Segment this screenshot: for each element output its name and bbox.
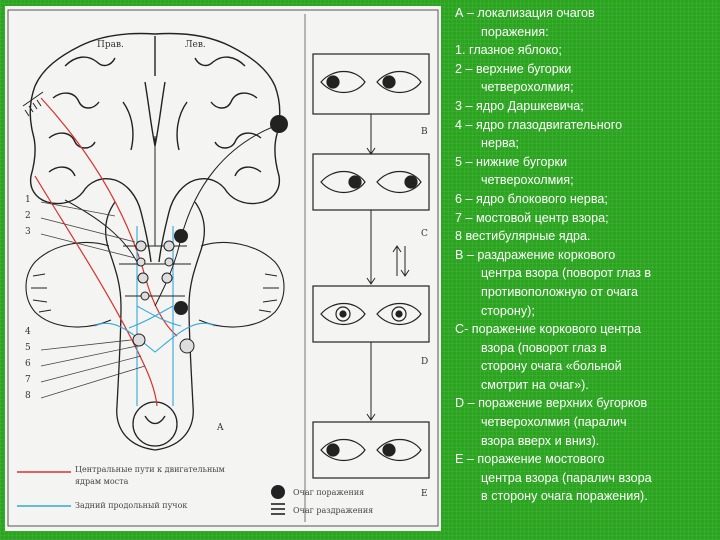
- panel-a-label: A: [216, 423, 224, 433]
- panel-label-e: E: [421, 489, 428, 499]
- scale-ticks: [23, 92, 43, 116]
- legend-line: 3 – ядро Даршкевича;: [455, 97, 717, 116]
- legend-line: 8 вестибулярные ядра.: [455, 227, 717, 246]
- legend-line: D – поражение верхних бугорков: [455, 394, 717, 413]
- legend-line: А – локализация очагов: [455, 4, 717, 23]
- legend-line: С- поражение коркового центра: [455, 320, 717, 339]
- lesion-pontine-center: [174, 301, 188, 315]
- side-number-3: 3: [25, 227, 31, 237]
- lesion-cortex: [270, 115, 288, 133]
- panel-label-d: D: [421, 357, 428, 367]
- legend-line: взора (поворот глаз в: [455, 339, 717, 358]
- legend-red-text-2: ядрам моста: [75, 477, 129, 486]
- legend-line: четверохолмия;: [455, 78, 717, 97]
- side-number-5: 5: [25, 343, 31, 353]
- legend-line: 4 – ядро глазодвигательного: [455, 116, 717, 135]
- legend-line: 1. глазное яблоко;: [455, 41, 717, 60]
- legend-irritation-text: Очаг раздражения: [293, 506, 373, 515]
- legend-line: Е – поражение мостового: [455, 450, 717, 469]
- side-number-4: 4: [25, 327, 31, 337]
- blue-longitudinal-bundle: [95, 226, 215, 406]
- panel-arrows: [367, 114, 409, 420]
- label-right: Прав.: [97, 40, 124, 50]
- legend-line: четверохолмия (паралич: [455, 413, 717, 432]
- legend-line: четверохолмия;: [455, 171, 717, 190]
- legend-line: поражения:: [455, 23, 717, 42]
- panel-label-c: C: [421, 229, 428, 239]
- legend-line: смотрит на очаг»).: [455, 376, 717, 395]
- legend-line: центра взора (поворот глаз в: [455, 264, 717, 283]
- legend-lesion-icon: [271, 485, 285, 499]
- legend-line: сторону очага «больной: [455, 357, 717, 376]
- legend-line: сторону);: [455, 302, 717, 321]
- brainstem-nuclei: [133, 241, 194, 353]
- legend-irritation-icon: [271, 504, 285, 514]
- legend-line: В – раздражение коркового: [455, 246, 717, 265]
- lesion-superior-colliculi: [174, 229, 188, 243]
- side-number-8: 8: [25, 391, 31, 401]
- legend-line: 6 – ядро блокового нерва;: [455, 190, 717, 209]
- gaze-pathways-diagram: Прав. Лев. 1 2 3 4 5 6 7 8 A: [5, 6, 441, 531]
- cerebellum: [26, 243, 284, 327]
- neuroanatomy-figure: Прав. Лев. 1 2 3 4 5 6 7 8 A: [5, 6, 441, 531]
- legend-lesion-text: Очаг поражения: [293, 488, 364, 497]
- figure-frame: [8, 10, 438, 526]
- panel-label-b: B: [421, 127, 428, 137]
- side-number-6: 6: [25, 359, 31, 369]
- legend-line: 2 – верхние бугорки: [455, 60, 717, 79]
- legend-blue-text: Задний продольный пучок: [75, 501, 187, 510]
- legend-line: 5 – нижние бугорки: [455, 153, 717, 172]
- legend-line: нерва;: [455, 134, 717, 153]
- legend-line: взора вверх и вниз).: [455, 432, 717, 451]
- side-number-1: 1: [25, 195, 31, 205]
- legend-line: в сторону очага поражения).: [455, 487, 717, 506]
- legend-line: 7 – мостовой центр взора;: [455, 209, 717, 228]
- side-number-2: 2: [25, 211, 31, 221]
- legend-line: противоположную от очага: [455, 283, 717, 302]
- side-number-7: 7: [25, 375, 31, 385]
- legend-line: центра взора (паралич взора: [455, 469, 717, 488]
- label-left: Лев.: [185, 40, 206, 50]
- legend-red-text: Центральные пути к двигательным: [75, 465, 225, 474]
